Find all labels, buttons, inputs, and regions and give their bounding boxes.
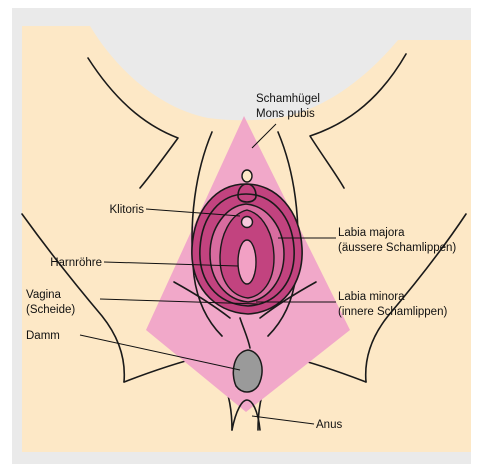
label-labia-minora-line1: Labia minora — [338, 291, 405, 303]
hood-tip — [242, 170, 252, 182]
label-labia-majora-line2: (äussere Schamlippen) — [338, 242, 456, 254]
label-labia-majora-line1: Labia majora — [338, 227, 405, 239]
label-clitoris: Klitoris — [109, 204, 144, 216]
vaginal-opening — [238, 240, 256, 284]
label-vagina-line2: (Scheide) — [26, 304, 75, 316]
label-urethra: Harnröhre — [50, 257, 102, 269]
label-vagina-line1: Vagina — [26, 289, 62, 301]
label-mons-line1: Schamhügel — [256, 93, 320, 105]
clitoris — [242, 217, 253, 228]
label-labia-minora-line2: (innere Schamlippen) — [338, 306, 447, 318]
anus — [233, 350, 262, 392]
label-perineum: Damm — [26, 330, 60, 342]
label-anus: Anus — [316, 419, 342, 431]
label-mons-line2: Mons pubis — [256, 108, 315, 120]
